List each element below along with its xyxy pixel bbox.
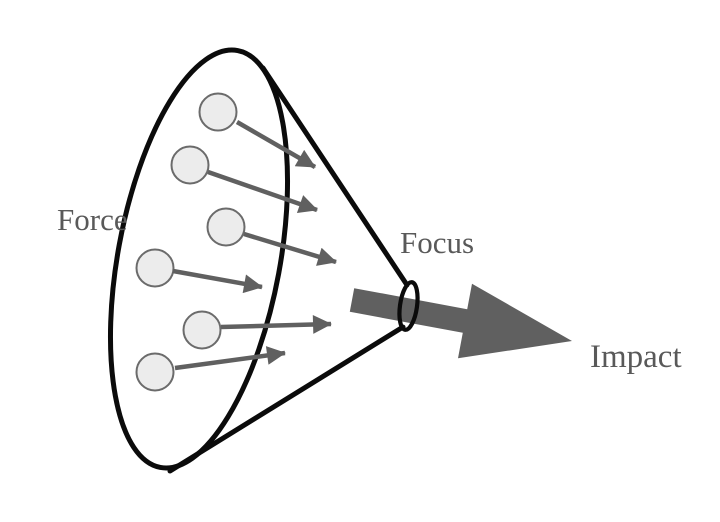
force-arrow: [172, 268, 263, 294]
force-dot: [135, 248, 175, 288]
force-arrow: [235, 120, 317, 169]
force-label: Force: [57, 202, 128, 237]
force-dot: [198, 92, 238, 132]
funnel-mouth-ellipse: [107, 47, 291, 471]
impact-label: Impact: [590, 339, 682, 375]
impact-arrow: [349, 283, 572, 359]
force-dot: [135, 352, 175, 392]
focus-label: Focus: [400, 225, 474, 260]
force-arrow: [220, 315, 332, 334]
force-arrow: [174, 346, 286, 371]
funnel-tip-ring: [397, 280, 420, 332]
funnel-top-edge: [260, 65, 410, 288]
force-items: [135, 92, 337, 392]
force-dot: [170, 145, 210, 185]
force-dot: [206, 207, 246, 247]
force-dot: [182, 310, 222, 350]
funnel-bottom-edge: [167, 324, 406, 474]
force-arrow: [207, 169, 318, 214]
force-arrow: [243, 231, 337, 266]
